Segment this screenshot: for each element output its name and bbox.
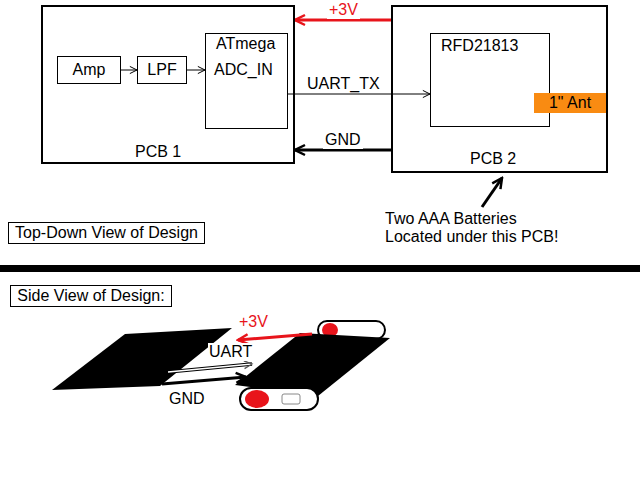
signal-label: UART: [208, 343, 253, 361]
connector: [288, 94, 430, 95]
node-text: ATmega: [216, 35, 275, 53]
signal-label: UART_TX: [305, 75, 382, 93]
ground-wire: [162, 377, 246, 384]
signal-label: GND: [323, 131, 363, 149]
edge-label-anchor: +3V: [327, 1, 360, 19]
view-caption-box: Top-Down View of Design: [8, 222, 205, 244]
leader-arrow: [482, 178, 502, 207]
microcontroller-block: ATmegaADC_IN: [205, 33, 288, 129]
battery-terminal: [245, 390, 269, 408]
node-text: Side View of Design:: [17, 287, 164, 305]
pcb-board: PCB 2 RFD21813 1" Ant: [391, 5, 608, 173]
edge-label-anchor: GND: [323, 131, 363, 149]
voltage-label: +3V: [238, 313, 269, 331]
power-wire: [238, 334, 312, 340]
edge-label-anchor: UART_TX: [305, 75, 382, 93]
node-text: Amp: [73, 61, 106, 79]
node-text: LPF: [147, 61, 176, 79]
antenna-block: 1" Ant: [534, 93, 606, 113]
node-text: PCB 1: [135, 143, 181, 161]
node-text: Top-Down View of Design: [15, 224, 198, 242]
radio-module: RFD21813: [430, 33, 550, 127]
connector: [121, 70, 137, 71]
node-text: ADC_IN: [214, 61, 273, 79]
battery: [240, 388, 318, 410]
filter-block: LPF: [137, 56, 187, 84]
node-text: PCB 2: [470, 150, 516, 168]
signal-wire-outline: [168, 364, 252, 372]
signal-label: GND: [168, 390, 206, 408]
signal-label: +3V: [327, 1, 360, 19]
annotation-note: Two AAA Batteries Located under this PCB…: [385, 210, 573, 246]
view-caption-box: Side View of Design:: [10, 285, 172, 307]
label-anchor: +3V: [238, 313, 269, 331]
pcb-side: [235, 333, 390, 396]
battery-label: [282, 394, 300, 404]
pcb-board: PCB 1 Amp LPF ATmegaADC_IN: [41, 5, 295, 164]
label-anchor: UART: [208, 343, 253, 361]
connector: [187, 70, 205, 71]
separator-bar: [0, 265, 640, 272]
label-anchor: GND: [168, 390, 206, 408]
amplifier-block: Amp: [57, 56, 121, 84]
label-anchor: Two AAA Batteries Located under this PCB…: [385, 210, 573, 246]
node-text: RFD21813: [441, 37, 518, 55]
signal-wire: [168, 364, 252, 372]
node-text: 1" Ant: [549, 94, 591, 112]
